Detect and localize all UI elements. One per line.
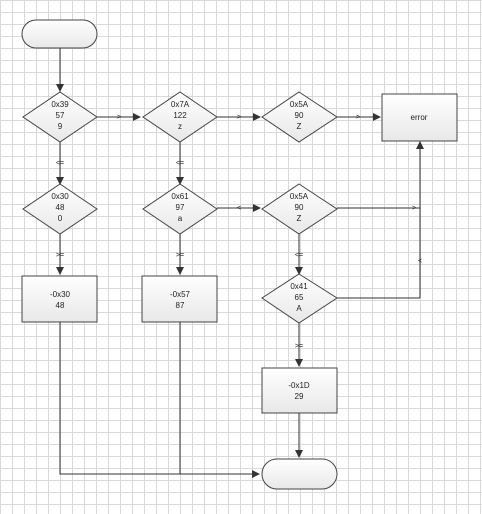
edge-label-gt: > — [356, 114, 360, 121]
end-terminator[interactable] — [261, 458, 338, 490]
edge-label-le: <= — [295, 252, 303, 259]
node-line-1: 0x5A — [290, 192, 309, 201]
edge-label-le: <= — [176, 160, 184, 167]
edge-label-lt: < — [418, 258, 422, 265]
node-line-2: 90 — [295, 203, 304, 212]
edge-label-le: <= — [56, 160, 64, 167]
edge-label-ge: >= — [295, 343, 303, 350]
node-line-1: -0x30 — [50, 290, 71, 299]
edge-label-gt: > — [412, 205, 416, 212]
node-line-1: 0x39 — [51, 100, 69, 109]
node-line-2: 97 — [176, 203, 185, 212]
node-line-1: -0x1D — [288, 381, 310, 390]
start-terminator[interactable] — [21, 19, 98, 49]
decision-0x7A[interactable]: 0x7A 122 z — [142, 91, 218, 143]
decision-0x5A-top[interactable]: 0x5A 90 Z — [261, 91, 338, 143]
edge-labels: > > > <= <= < > >= >= <= < >= — [56, 114, 422, 350]
decision-0x30[interactable]: 0x30 48 0 — [22, 183, 98, 235]
node-line-2: 48 — [56, 203, 65, 212]
edge-minus-0x30-to-end — [59, 322, 260, 478]
node-line-2: 122 — [173, 111, 187, 120]
process-minus-0x30[interactable]: -0x30 48 — [21, 275, 98, 323]
error-box[interactable]: error — [381, 93, 458, 142]
node-line-1: 0x61 — [171, 192, 189, 201]
node-line-2: 57 — [56, 111, 65, 120]
node-line-3: 0 — [58, 214, 63, 223]
edge-label-ge: >= — [56, 252, 64, 259]
decision-0x41[interactable]: 0x41 65 A — [261, 273, 338, 324]
node-line-1: 0x41 — [290, 282, 308, 291]
process-minus-0x1D[interactable]: -0x1D 29 — [261, 367, 338, 414]
node-line-1: -0x57 — [170, 290, 191, 299]
node-line-3: Z — [297, 214, 302, 223]
node-line-2: 48 — [56, 301, 65, 310]
node-line-3: 9 — [58, 122, 63, 131]
edge-label-gt: > — [237, 114, 241, 121]
node-line-1: 0x30 — [51, 192, 69, 201]
process-minus-0x57[interactable]: -0x57 87 — [141, 275, 218, 323]
edge-0x5A-mid-to-error — [337, 141, 424, 209]
edge-label-lt: < — [237, 205, 241, 212]
error-label: error — [411, 113, 428, 122]
decision-0x5A-mid[interactable]: 0x5A 90 Z — [261, 183, 338, 235]
node-line-3: A — [296, 304, 302, 313]
node-line-2: 29 — [295, 392, 304, 401]
edges — [56, 48, 424, 478]
node-line-1: 0x7A — [171, 100, 190, 109]
node-line-3: Z — [297, 122, 302, 131]
node-line-1: 0x5A — [290, 100, 309, 109]
node-line-2: 90 — [295, 111, 304, 120]
edge-label-ge: >= — [176, 252, 184, 259]
decision-0x39[interactable]: 0x39 57 9 — [22, 91, 98, 143]
decision-0x61[interactable]: 0x61 97 a — [142, 183, 218, 235]
node-line-2: 65 — [295, 293, 304, 302]
node-line-2: 87 — [176, 301, 185, 310]
node-line-3: z — [178, 122, 182, 131]
node-line-3: a — [178, 214, 183, 223]
edge-label-gt: > — [117, 114, 121, 121]
